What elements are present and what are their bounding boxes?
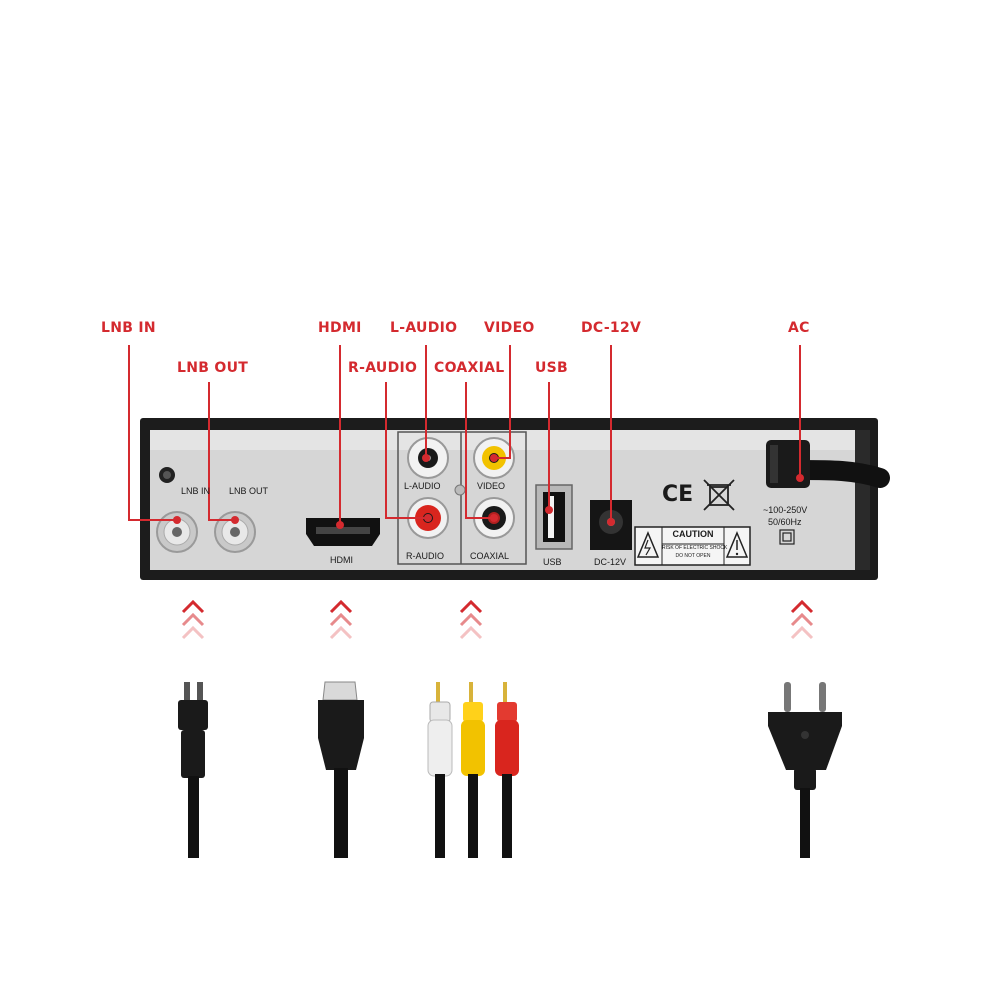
rca-red-plug <box>495 682 519 858</box>
caution-title: CAUTION <box>672 529 714 539</box>
ac-rating-voltage: ~100-250V <box>763 505 808 515</box>
hdmi-cable <box>318 681 364 858</box>
double-insulation-icon <box>779 529 795 545</box>
usb-port <box>535 484 573 550</box>
warning-icon <box>725 531 749 558</box>
caution-line-2: DO NOT OPEN <box>675 553 711 559</box>
rca-yellow-plug <box>461 682 485 858</box>
chevron-up-icon <box>459 599 483 640</box>
panel-label-hdmi: HDMI <box>330 555 353 565</box>
ce-mark: CE <box>662 482 694 507</box>
panel-label-coaxial: COAXIAL <box>470 551 510 561</box>
panel-label-lnb-in: LNB IN <box>181 486 211 496</box>
euro-power-plug <box>768 682 842 858</box>
lnb-in-port <box>156 511 198 553</box>
f-connector-cable <box>178 682 208 858</box>
panel-label-lnb-out: LNB OUT <box>229 486 269 496</box>
callout-ac: AC <box>788 320 810 336</box>
chevron-up-icon <box>790 599 814 640</box>
ac-rating-frequency: 50/60Hz <box>768 517 802 527</box>
warning-icon <box>636 531 660 558</box>
panel-label-l-audio: L-AUDIO <box>404 481 441 491</box>
callout-lines <box>128 345 801 525</box>
callout-l-audio: L-AUDIO <box>390 320 458 336</box>
callout-usb: USB <box>535 360 569 376</box>
callout-lnb-out: LNB OUT <box>177 360 249 376</box>
panel-label-video: VIDEO <box>477 481 506 491</box>
caution-line-1: RISK OF ELECTRIC SHOCK <box>662 545 728 551</box>
chevron-up-icon <box>181 599 205 640</box>
callout-r-audio: R-AUDIO <box>348 360 418 376</box>
callout-coaxial: COAXIAL <box>434 360 505 376</box>
callout-dc-12v: DC-12V <box>581 320 642 336</box>
callout-lnb-in: LNB IN <box>101 320 156 336</box>
panel-label-dc-12v: DC-12V <box>594 557 627 567</box>
chevron-up-icon <box>329 599 353 640</box>
screw <box>159 467 175 483</box>
callout-dots <box>173 454 804 529</box>
hdmi-port <box>306 518 380 546</box>
panel-label-r-audio: R-AUDIO <box>406 551 444 561</box>
callout-video: VIDEO <box>484 320 535 336</box>
av-port-block <box>397 431 527 565</box>
recycle-bin-icon <box>703 479 735 511</box>
callout-hdmi: HDMI <box>318 320 362 336</box>
rca-white-plug <box>427 682 453 858</box>
panel-label-usb: USB <box>543 557 562 567</box>
